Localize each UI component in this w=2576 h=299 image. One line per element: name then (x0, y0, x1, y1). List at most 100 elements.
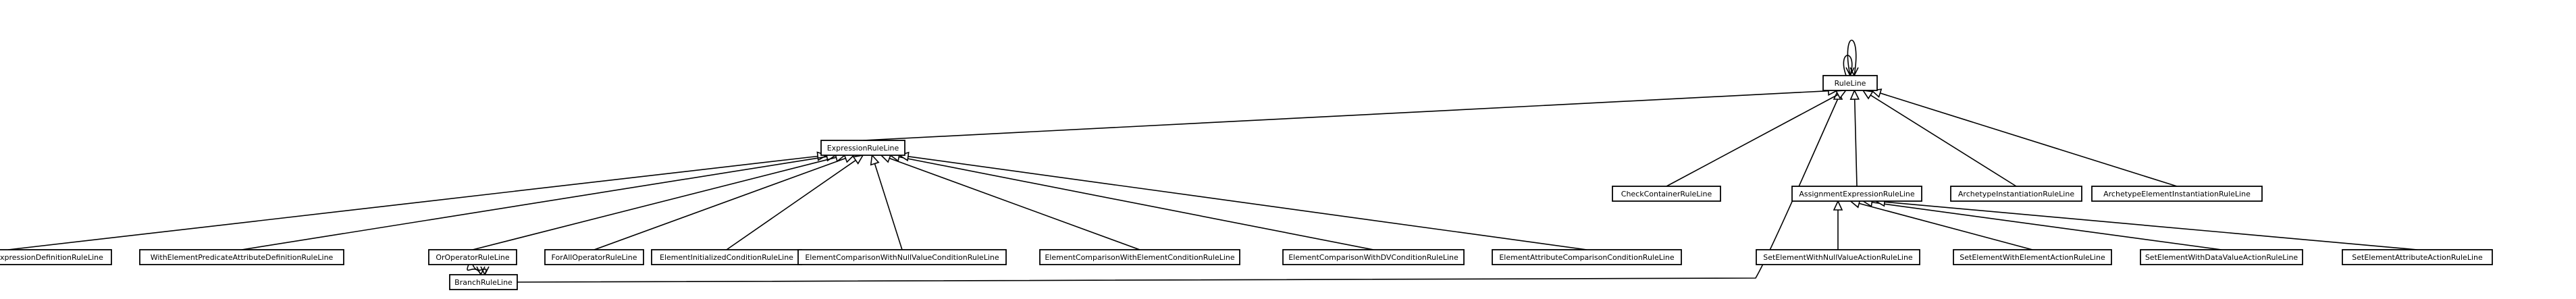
class-node-ArchetypeInstantiationRuleLine[interactable]: ArchetypeInstantiationRuleLine (1950, 186, 2082, 202)
self-association-line (1847, 39, 1857, 76)
inheritance-edge (870, 154, 903, 250)
inheritance-edge (1849, 89, 1860, 187)
inheritance-line (1859, 202, 2033, 250)
class-box (428, 249, 517, 265)
inheritance-edge (898, 151, 1587, 250)
class-box (797, 249, 1007, 265)
inheritance-edge (1870, 88, 2178, 187)
class-box (1492, 249, 1682, 265)
class-label: ExpressionRuleLine (827, 144, 899, 153)
class-label: ElementInitializedConditionRuleLine (660, 253, 793, 262)
class-node-ElementComparisonWithNullValueConditionRuleLine[interactable]: ElementComparisonWithNullValueConditionR… (797, 249, 1007, 265)
class-label: CheckContainerRuleLine (1621, 190, 1712, 198)
inheritance-line (862, 90, 1829, 141)
class-label: SetElementAttributeActionRuleLine (2352, 253, 2483, 262)
inheritance-edge (594, 153, 856, 250)
class-box (449, 274, 518, 290)
class-box (1791, 186, 1922, 202)
class-node-ExpressionRuleLine[interactable]: ExpressionRuleLine (820, 140, 905, 156)
inheritance-line (1666, 94, 1839, 187)
class-node-SetElementWithElementActionRuleLine[interactable]: SetElementWithElementActionRuleLine (1953, 249, 2112, 265)
class-box (1950, 186, 2082, 202)
inheritance-line (1884, 201, 2418, 250)
inheritance-line (1872, 201, 2222, 250)
inheritance-line (899, 156, 1374, 250)
class-label: BranchRuleLine (454, 278, 512, 287)
inheritance-line (1854, 99, 1858, 187)
inheritance-edge (726, 154, 864, 250)
inheritance-edge (7, 151, 828, 250)
class-label: ArchetypeElementInstantiationRuleLine (2103, 190, 2251, 198)
class-label: RuleLine (1835, 79, 1866, 88)
class-label: SetElementWithElementActionRuleLine (1960, 253, 2105, 262)
class-node-RuleLine[interactable]: RuleLine (1822, 75, 1878, 91)
inheritance-line (889, 157, 1140, 250)
inheritance-edge (241, 152, 837, 250)
inheritance-edge (1862, 89, 2017, 187)
class-box (139, 249, 344, 265)
inheritance-edge (1874, 197, 2418, 250)
class-label: AssignmentExpressionRuleLine (1799, 190, 1915, 198)
inheritance-line (908, 155, 1587, 250)
class-label: ArchetypeInstantiationRuleLine (1958, 190, 2074, 198)
class-node-WithElementPredicateAttributeDefinitionRuleLine[interactable]: WithElementPredicateAttributeDefinitionR… (139, 249, 344, 265)
class-node-SetElementAttributeActionRuleLine[interactable]: SetElementAttributeActionRuleLine (2342, 249, 2493, 265)
class-node-WithElementPredicateExpressionDefinitionRuleLine[interactable]: WithElementPredicateExpressionDefinition… (0, 249, 112, 265)
inheritance-edge (880, 153, 1140, 250)
class-node-SetElementWithDataValueActionRuleLine[interactable]: SetElementWithDataValueActionRuleLine (2140, 249, 2303, 265)
class-box (0, 249, 112, 265)
class-node-CheckContainerRuleLine[interactable]: CheckContainerRuleLine (1612, 186, 1721, 202)
inheritance-line (594, 157, 846, 250)
class-node-ElementAttributeComparisonConditionRuleLine[interactable]: ElementAttributeComparisonConditionRuleL… (1492, 249, 1682, 265)
class-node-OrOperatorRuleLine[interactable]: OrOperatorRuleLine (428, 249, 517, 265)
class-box (1822, 75, 1878, 91)
class-box (2091, 186, 2263, 202)
inheritance-line (241, 156, 827, 250)
inheritance-edge (862, 86, 1839, 141)
class-box (1953, 249, 2112, 265)
class-node-ElementComparisonWithElementConditionRuleLine[interactable]: ElementComparisonWithElementConditionRul… (1039, 249, 1240, 265)
inheritance-arrowhead (1862, 89, 1874, 100)
class-box (820, 140, 905, 156)
class-label: ElementComparisonWithNullValueConditionR… (805, 253, 999, 262)
inheritance-arrowhead (1849, 89, 1860, 100)
inheritance-line (874, 163, 903, 250)
class-box (1756, 249, 1920, 265)
class-label: OrOperatorRuleLine (436, 253, 510, 262)
class-box (1039, 249, 1240, 265)
class-label: ElementAttributeComparisonConditionRuleL… (1499, 253, 1675, 262)
inheritance-edge (1666, 90, 1847, 187)
class-box (2342, 249, 2493, 265)
inheritance-line (1870, 94, 2017, 187)
class-node-ElementComparisonWithDVConditionRuleLine[interactable]: ElementComparisonWithDVConditionRuleLine (1282, 249, 1465, 265)
edges-layer (7, 39, 2418, 283)
class-node-ArchetypeElementInstantiationRuleLine[interactable]: ArchetypeElementInstantiationRuleLine (2091, 186, 2263, 202)
inheritance-line (517, 98, 1839, 283)
class-label: WithElementPredicateAttributeDefinitionR… (151, 253, 334, 262)
inheritance-edge (1833, 200, 1843, 250)
class-label: ElementComparisonWithElementConditionRul… (1045, 253, 1235, 262)
class-label: WithElementPredicateExpressionDefinition… (0, 253, 103, 262)
class-label: SetElementWithNullValueActionRuleLine (1763, 253, 1913, 262)
class-box (2140, 249, 2303, 265)
inheritance-arrowhead (1833, 200, 1843, 211)
class-label: SetElementWithDataValueActionRuleLine (2145, 253, 2298, 262)
class-node-SetElementWithNullValueActionRuleLine[interactable]: SetElementWithNullValueActionRuleLine (1756, 249, 1920, 265)
class-label: ForAllOperatorRuleLine (552, 253, 637, 262)
class-node-ForAllOperatorRuleLine[interactable]: ForAllOperatorRuleLine (544, 249, 644, 265)
inheritance-line (726, 159, 856, 250)
inheritance-edge (1862, 197, 2222, 250)
inheritance-line (1880, 92, 2178, 187)
class-box (544, 249, 644, 265)
class-node-BranchRuleLine[interactable]: BranchRuleLine (449, 274, 518, 290)
class-node-ElementInitializedConditionRuleLine[interactable]: ElementInitializedConditionRuleLine (651, 249, 802, 265)
class-label: ElementComparisonWithDVConditionRuleLine (1288, 253, 1458, 262)
inheritance-line (472, 157, 837, 250)
inheritance-line (7, 155, 818, 250)
inheritance-arrowhead (870, 154, 880, 166)
nodes-layer: RuleLineExpressionRuleLineCheckContainer… (0, 75, 2493, 290)
class-box (1282, 249, 1465, 265)
class-node-AssignmentExpressionRuleLine[interactable]: AssignmentExpressionRuleLine (1791, 186, 1922, 202)
inheritance-edge (472, 153, 846, 250)
